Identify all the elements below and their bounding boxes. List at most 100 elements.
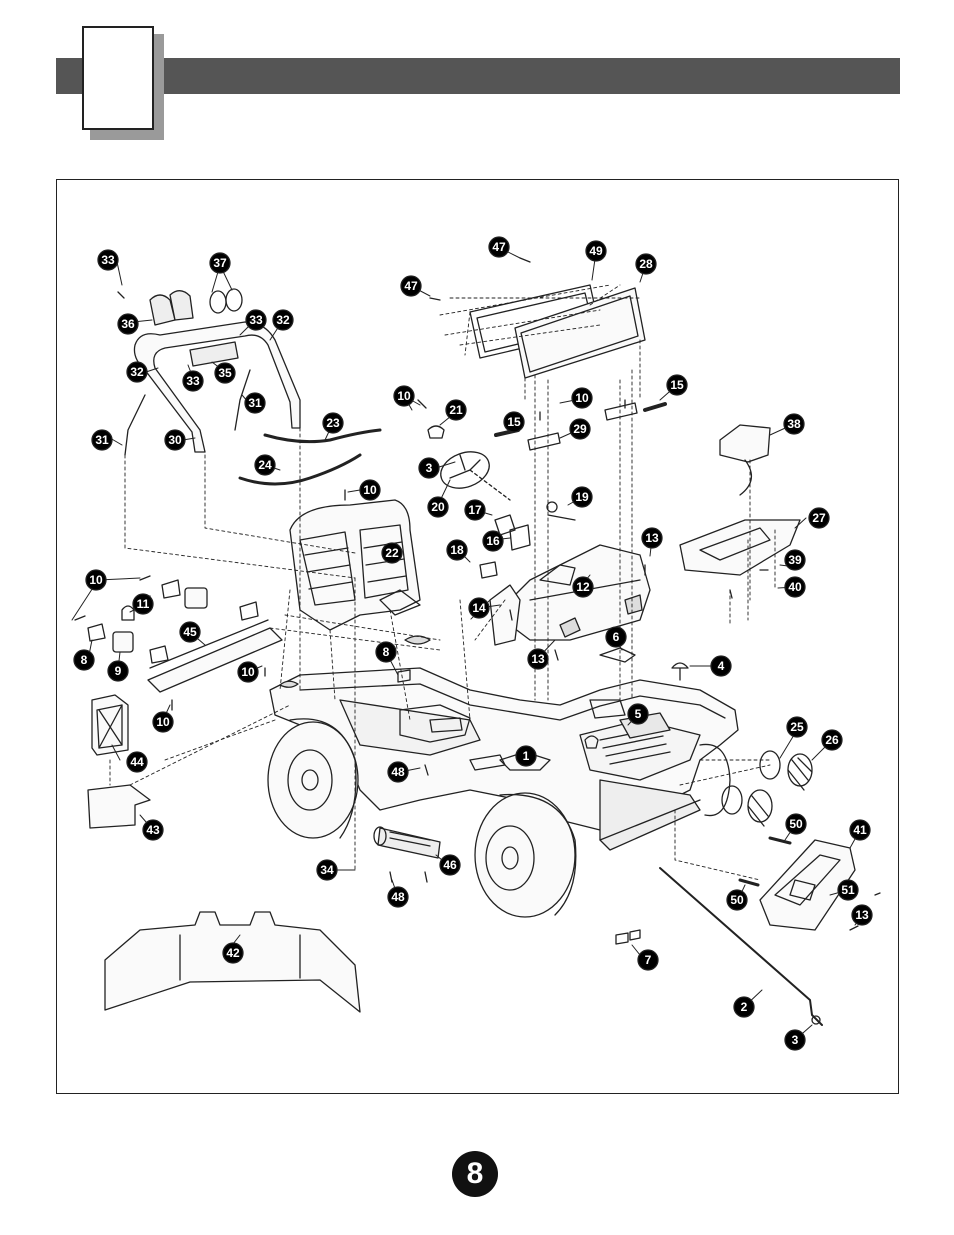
- callout-3: 3: [784, 1029, 806, 1051]
- callout-49: 49: [585, 240, 607, 262]
- svg-text:46: 46: [443, 858, 457, 872]
- callout-8: 8: [73, 649, 95, 671]
- svg-text:48: 48: [391, 765, 405, 779]
- svg-text:44: 44: [130, 755, 144, 769]
- dashboard: [489, 544, 651, 646]
- svg-text:40: 40: [788, 580, 802, 594]
- key-19-head: [546, 501, 558, 513]
- front-bumper: [759, 839, 856, 931]
- svg-text:8: 8: [81, 653, 88, 667]
- callout-48: 48: [387, 761, 409, 783]
- knob-21: [427, 425, 445, 439]
- callout-10: 10: [85, 569, 107, 591]
- svg-text:17: 17: [468, 503, 482, 517]
- svg-text:13: 13: [645, 531, 659, 545]
- callout-48: 48: [387, 886, 409, 908]
- roll-bar: [133, 288, 301, 453]
- callout-33: 33: [97, 249, 119, 271]
- steering-rod-nut: [811, 1015, 821, 1025]
- callout-32: 32: [126, 361, 148, 383]
- svg-text:2: 2: [741, 1000, 748, 1014]
- callout-39: 39: [784, 549, 806, 571]
- callout-27: 27: [808, 507, 830, 529]
- side-rod-right: [234, 369, 251, 431]
- callout-36: 36: [117, 313, 139, 335]
- svg-text:3: 3: [426, 461, 433, 475]
- callout-44: 44: [126, 751, 148, 773]
- svg-text:48: 48: [391, 890, 405, 904]
- callout-35: 35: [214, 362, 236, 384]
- hood-cover: [679, 424, 801, 576]
- callout-17: 17: [464, 499, 486, 521]
- pin-50b: [738, 878, 760, 887]
- svg-text:6: 6: [613, 630, 620, 644]
- callout-4: 4: [710, 655, 732, 677]
- callout-45: 45: [179, 621, 201, 643]
- callout-47: 47: [488, 236, 510, 258]
- callout-10: 10: [571, 387, 593, 409]
- callout-15: 15: [666, 374, 688, 396]
- svg-text:51: 51: [841, 883, 855, 897]
- svg-text:49: 49: [589, 244, 603, 258]
- svg-text:50: 50: [789, 817, 803, 831]
- svg-text:10: 10: [89, 573, 103, 587]
- callout-9: 9: [107, 660, 129, 682]
- callout-25: 25: [786, 716, 808, 738]
- page-number-badge: 8: [452, 1151, 498, 1197]
- callout-2: 2: [733, 996, 755, 1018]
- svg-text:26: 26: [825, 733, 839, 747]
- callout-21: 21: [445, 399, 467, 421]
- callout-29: 29: [569, 418, 591, 440]
- storage-box: [87, 784, 151, 829]
- svg-text:1: 1: [523, 749, 530, 763]
- callout-50: 50: [726, 889, 748, 911]
- svg-text:8: 8: [383, 645, 390, 659]
- svg-text:34: 34: [320, 863, 334, 877]
- callout-13: 13: [527, 648, 549, 670]
- callout-3: 3: [418, 457, 440, 479]
- svg-text:33: 33: [101, 253, 115, 267]
- svg-text:3: 3: [792, 1033, 799, 1047]
- svg-text:29: 29: [573, 422, 587, 436]
- callout-12: 12: [572, 576, 594, 598]
- svg-text:15: 15: [507, 415, 521, 429]
- leader-lines: [71, 247, 863, 1041]
- callout-8: 8: [375, 641, 397, 663]
- svg-text:33: 33: [249, 313, 263, 327]
- callout-15: 15: [503, 411, 525, 433]
- svg-text:30: 30: [168, 433, 182, 447]
- connector-7: [615, 929, 641, 945]
- svg-text:32: 32: [130, 365, 144, 379]
- svg-text:24: 24: [258, 458, 272, 472]
- callout-13: 13: [851, 904, 873, 926]
- callout-24: 24: [254, 454, 276, 476]
- callout-47: 47: [400, 275, 422, 297]
- svg-text:25: 25: [790, 720, 804, 734]
- svg-text:14: 14: [472, 601, 486, 615]
- bracket-29b: [604, 402, 638, 421]
- callout-10: 10: [237, 661, 259, 683]
- seat: [289, 499, 421, 631]
- callout-10: 10: [393, 385, 415, 407]
- callout-5: 5: [627, 703, 649, 725]
- svg-text:45: 45: [183, 625, 197, 639]
- svg-text:10: 10: [363, 483, 377, 497]
- callout-34: 34: [316, 859, 338, 881]
- callout-7: 7: [637, 949, 659, 971]
- callout-10: 10: [359, 479, 381, 501]
- rear-axle: [373, 826, 441, 859]
- wire-harness-23: [263, 428, 382, 444]
- callout-13: 13: [641, 527, 663, 549]
- svg-text:23: 23: [326, 416, 340, 430]
- svg-text:9: 9: [115, 664, 122, 678]
- callout-11: 11: [132, 593, 154, 615]
- svg-text:31: 31: [248, 396, 262, 410]
- bracket-29a: [527, 432, 561, 451]
- page-number: 8: [466, 1157, 484, 1190]
- svg-text:47: 47: [492, 240, 506, 254]
- callout-23: 23: [322, 412, 344, 434]
- front-wheel: [474, 792, 577, 918]
- callout-33: 33: [182, 370, 204, 392]
- diagram-frame: [56, 179, 899, 1094]
